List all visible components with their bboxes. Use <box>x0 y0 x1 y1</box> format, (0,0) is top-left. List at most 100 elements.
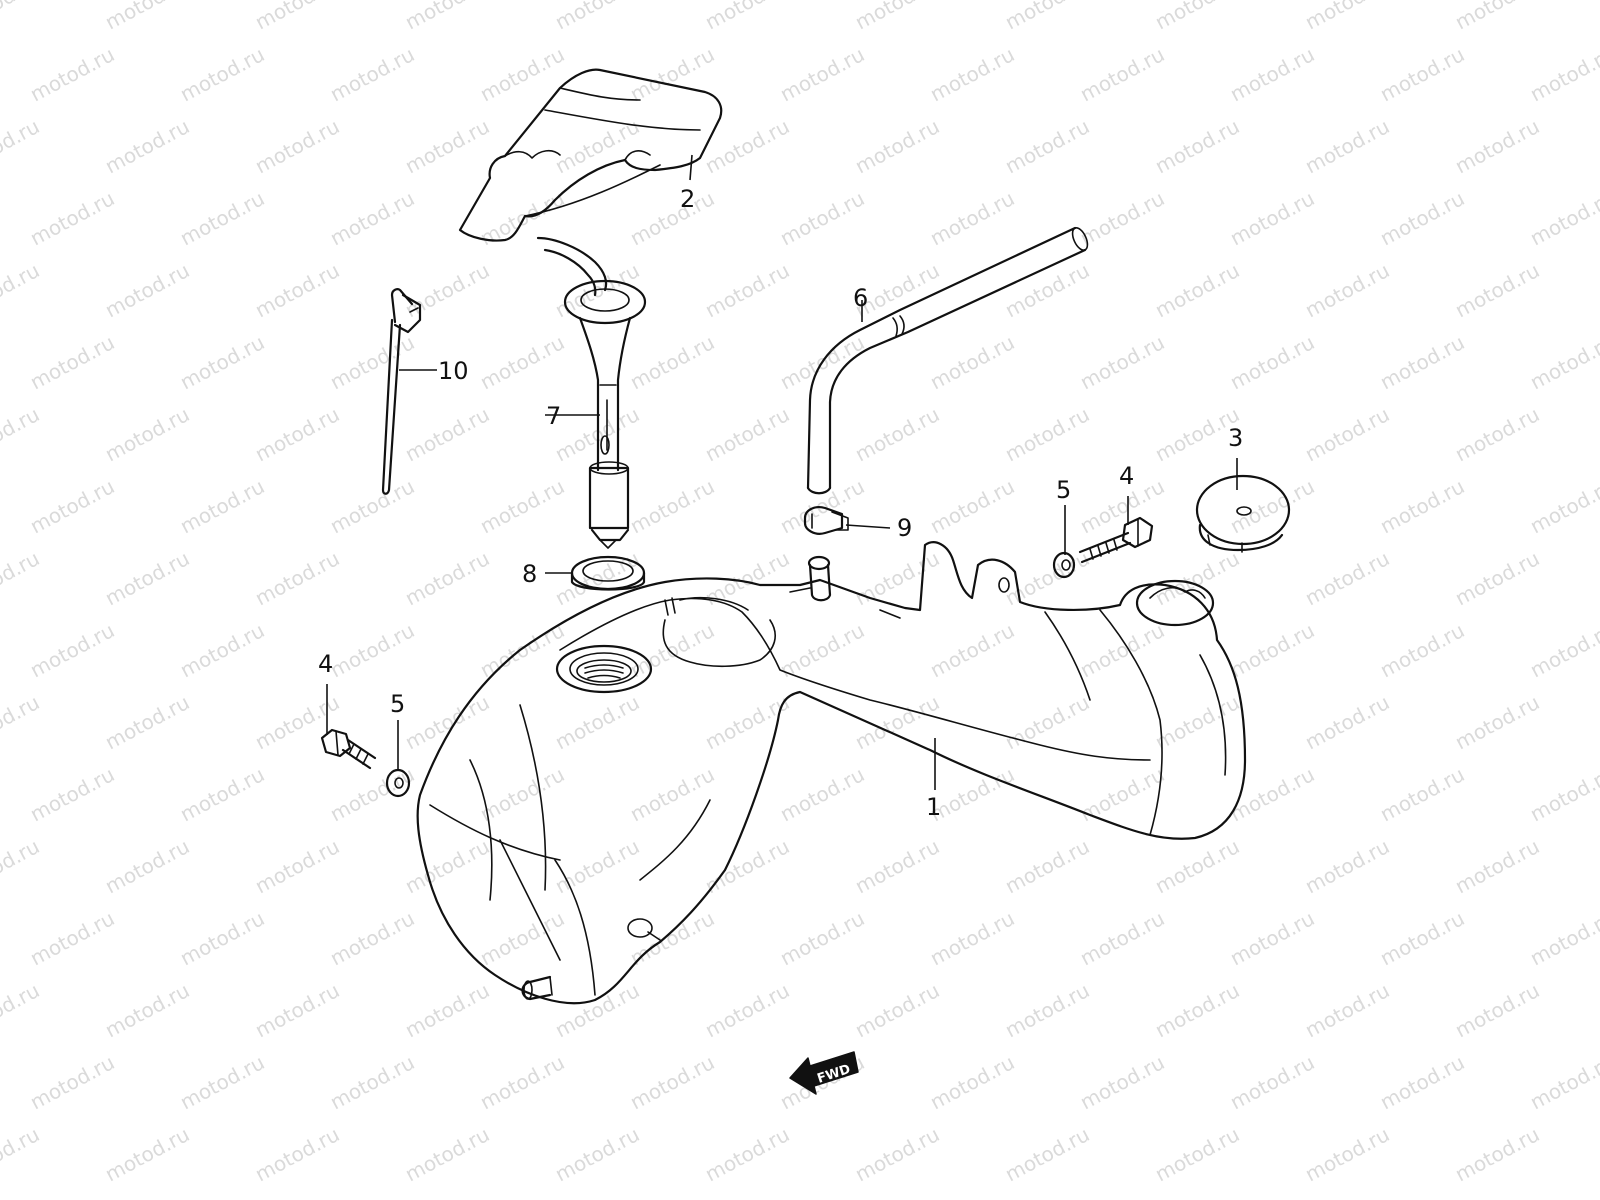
watermark-text: motod.ru <box>1451 546 1543 610</box>
watermark-text: motod.ru <box>1301 834 1393 898</box>
watermark-text: motod.ru <box>251 834 343 898</box>
watermark-text: motod.ru <box>1001 402 1093 466</box>
watermark-text: motod.ru <box>851 978 943 1042</box>
watermark-text: motod.ru <box>26 618 118 682</box>
watermark-text: motod.ru <box>0 546 43 610</box>
watermark-text: motod.ru <box>851 114 943 178</box>
watermark-text: motod.ru <box>551 1122 643 1186</box>
watermark-text: motod.ru <box>176 330 268 394</box>
watermark-text: motod.ru <box>176 762 268 826</box>
watermark-text: motod.ru <box>626 186 718 250</box>
watermark-text: motod.ru <box>101 258 193 322</box>
watermark-text: motod.ru <box>1451 258 1543 322</box>
watermark-text: motod.ru <box>101 402 193 466</box>
watermark-text: motod.ru <box>0 1122 43 1186</box>
watermark-text: motod.ru <box>776 618 868 682</box>
watermark-text: motod.ru <box>1226 906 1318 970</box>
watermark-text: motod.ru <box>851 402 943 466</box>
washer-right[interactable] <box>1052 551 1076 579</box>
fuel-level-sender[interactable] <box>536 236 647 549</box>
watermark-text: motod.ru <box>701 1122 793 1186</box>
watermark-text: motod.ru <box>1001 690 1093 754</box>
watermark-text: motod.ru <box>626 474 718 538</box>
bolt-left[interactable] <box>320 728 377 770</box>
watermark-text: motod.ru <box>101 978 193 1042</box>
watermark-text: motod.ru <box>776 906 868 970</box>
watermark-text: motod.ru <box>1226 186 1318 250</box>
watermark-text: motod.ru <box>476 762 568 826</box>
watermark-text: motod.ru <box>626 42 718 106</box>
leader-lines <box>326 154 1238 790</box>
watermark-text: motod.ru <box>1151 1122 1243 1186</box>
callout-1: 1 <box>926 793 941 821</box>
watermark-text: motod.ru <box>101 834 193 898</box>
callout-5-right: 5 <box>1056 476 1071 504</box>
watermark-text: motod.ru <box>101 0 193 34</box>
watermark-text: motod.ru <box>926 1050 1018 1114</box>
watermark-text: motod.ru <box>1151 546 1243 610</box>
watermark-text: motod.ru <box>26 906 118 970</box>
watermark-text: motod.ru <box>1376 330 1468 394</box>
watermark-text: motod.ru <box>176 618 268 682</box>
watermark-text: motod.ru <box>176 1050 268 1114</box>
watermark-text: motod.ru <box>551 546 643 610</box>
watermark-text: motod.ru <box>1526 618 1600 682</box>
watermark-text: motod.ru <box>0 690 43 754</box>
watermark-text: motod.ru <box>476 330 568 394</box>
watermark-text: motod.ru <box>1376 1050 1468 1114</box>
hose-clamp[interactable] <box>803 506 849 535</box>
watermark-text: motod.ru <box>1076 1050 1168 1114</box>
watermark-text: motod.ru <box>851 834 943 898</box>
watermark-text: motod.ru <box>26 762 118 826</box>
watermark-text: motod.ru <box>1151 0 1243 34</box>
fuel-tank[interactable] <box>416 541 1247 1005</box>
watermark-text: motod.ru <box>1076 906 1168 970</box>
callout-10: 10 <box>438 357 469 385</box>
watermark-text: motod.ru <box>851 1122 943 1186</box>
watermark-text: motod.ru <box>1226 618 1318 682</box>
breather-hose[interactable] <box>806 226 1091 495</box>
watermark-text: motod.ru <box>626 762 718 826</box>
callout-4-left: 4 <box>318 650 333 678</box>
watermark-text: motod.ru <box>176 186 268 250</box>
watermark-text: motod.ru <box>1226 1050 1318 1114</box>
callout-2: 2 <box>680 185 695 213</box>
watermark-text: motod.ru <box>926 186 1018 250</box>
watermark-text: motod.ru <box>626 906 718 970</box>
callout-6: 6 <box>853 284 868 312</box>
callouts: 1 2 3 4 4 5 5 6 7 8 9 10 <box>318 185 1243 821</box>
watermark-text: motod.ru <box>176 906 268 970</box>
watermark-text: motod.ru <box>926 42 1018 106</box>
cap-plug[interactable] <box>1195 474 1291 553</box>
watermark-text: motod.ru <box>476 474 568 538</box>
watermark-text: motod.ru <box>401 834 493 898</box>
tank-cushion[interactable] <box>458 68 723 242</box>
watermark-text: motod.ru <box>701 834 793 898</box>
watermark-text: motod.ru <box>0 834 43 898</box>
bolt-right[interactable] <box>1078 516 1154 564</box>
watermark-text: motod.ru <box>1376 474 1468 538</box>
watermark-text: motod.ru <box>1526 1050 1600 1114</box>
watermark-text: motod.ru <box>476 906 568 970</box>
watermark-text: motod.ru <box>1376 762 1468 826</box>
watermark-text: motod.ru <box>251 402 343 466</box>
watermark-text: motod.ru <box>1151 114 1243 178</box>
watermark-text: motod.ru <box>776 762 868 826</box>
watermark-text: motod.ru <box>326 42 418 106</box>
watermark-text: motod.ru <box>326 618 418 682</box>
watermark-text: motod.ru <box>1451 0 1543 34</box>
watermark-text: motod.ru <box>326 906 418 970</box>
watermark-text: motod.ru <box>1451 114 1543 178</box>
watermark-text: motod.ru <box>1376 42 1468 106</box>
watermark-text: motod.ru <box>701 978 793 1042</box>
watermark-text: motod.ru <box>701 402 793 466</box>
watermark-text: motod.ru <box>0 258 43 322</box>
watermark-text: motod.ru <box>251 114 343 178</box>
watermark-text: motod.ru <box>26 474 118 538</box>
watermark-text: motod.ru <box>551 834 643 898</box>
watermark-text: motod.ru <box>26 330 118 394</box>
cable-tie[interactable] <box>381 288 422 495</box>
callout-4-right: 4 <box>1119 462 1134 490</box>
watermark-text: motod.ru <box>551 0 643 34</box>
